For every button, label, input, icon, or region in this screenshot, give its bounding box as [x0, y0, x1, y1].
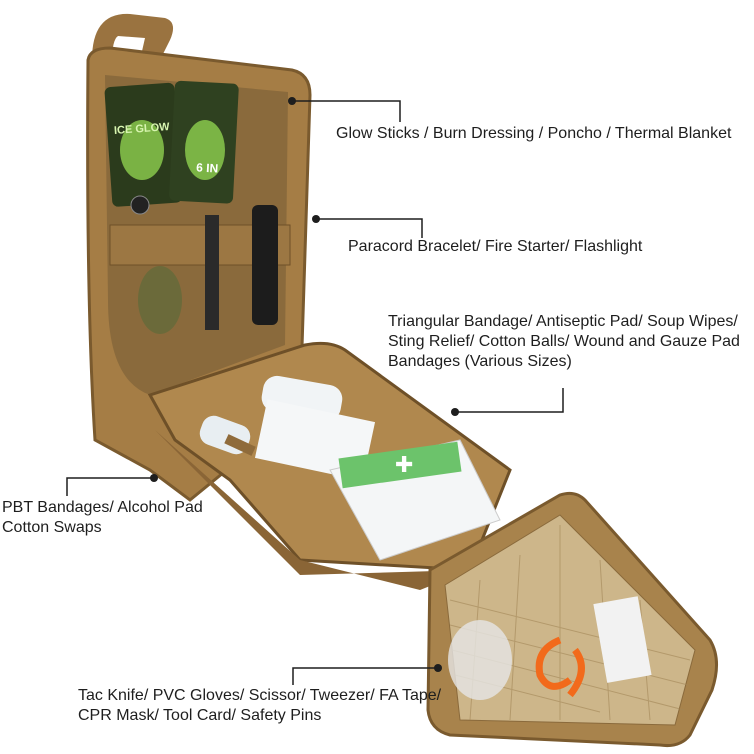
callout-dot: [434, 664, 442, 672]
glow-logo: [120, 120, 164, 180]
callout-text: Tac Knife/ PVC Gloves/ Scissor/ Tweezer/…: [78, 687, 442, 704]
callout-dot: [312, 215, 320, 223]
callout-pbt-bandages: PBT Bandages/ Alcohol Pad Cotton Swaps: [2, 498, 203, 538]
callout-glow-sticks: Glow Sticks / Burn Dressing / Poncho / T…: [336, 124, 731, 144]
callout-text: Cotton Swaps: [2, 519, 102, 536]
callout-text: Sting Relief/ Cotton Balls/ Wound and Ga…: [388, 333, 740, 350]
callout-tac-knife: Tac Knife/ PVC Gloves/ Scissor/ Tweezer/…: [78, 686, 441, 726]
callout-paracord: Paracord Bracelet/ Fire Starter/ Flashli…: [348, 237, 642, 257]
glow-pack-brand: ICE GLOW: [114, 121, 171, 137]
callout-dot: [451, 408, 459, 416]
callout-line-2: [316, 218, 423, 238]
cpr-mask: [448, 620, 512, 700]
callout-leaders: [66, 100, 564, 685]
strap: [224, 434, 256, 456]
callout-text: Glow Sticks / Burn Dressing / Poncho / T…: [336, 125, 732, 142]
paracord-bracelet: [138, 266, 182, 334]
callout-text: Triangular Bandage/ Antiseptic Pad/ Soup…: [388, 313, 738, 330]
callout-line-1: [292, 100, 401, 122]
callout-line-5: [292, 667, 438, 685]
callout-text: PBT Bandages/ Alcohol Pad: [2, 499, 203, 516]
callout-line-4: [66, 477, 154, 496]
fa-tape: [593, 596, 652, 683]
flashlight: [252, 205, 278, 325]
callout-text: Paracord Bracelet/ Fire Starter/ Flashli…: [348, 238, 643, 255]
glow-logo: [185, 120, 225, 180]
callout-text: Bandages (Various Sizes): [388, 353, 572, 370]
compass: [130, 195, 150, 215]
callout-line-3: [455, 388, 564, 413]
glow-pack-size: 6 IN: [196, 160, 219, 175]
fire-starter: [205, 215, 219, 330]
cross-icon: ✚: [395, 453, 413, 478]
callout-text: CPR Mask/ Tool Card/ Safety Pins: [78, 707, 322, 724]
callout-dot: [288, 97, 296, 105]
callout-bandages: Triangular Bandage/ Antiseptic Pad/ Soup…: [388, 312, 740, 372]
scissors-handle-icon: [535, 636, 585, 698]
green-cross-label: [338, 441, 462, 489]
callout-dot: [150, 474, 158, 482]
